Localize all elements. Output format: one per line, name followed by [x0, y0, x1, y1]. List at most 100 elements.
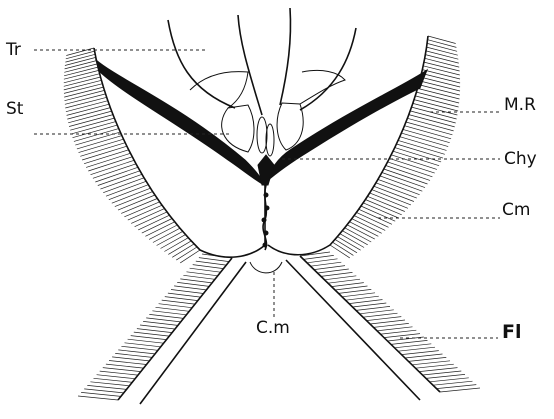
bristle-stroke — [137, 329, 172, 333]
bristle-stroke — [427, 43, 457, 51]
bristle-stroke — [97, 375, 136, 379]
bristle-stroke — [367, 196, 404, 211]
bristle-stroke — [81, 392, 121, 396]
bristle-stroke — [124, 202, 159, 217]
bristle-stroke — [190, 268, 221, 272]
bristle-stroke — [115, 353, 152, 357]
bristle-stroke — [386, 166, 430, 181]
bristle-stroke — [356, 212, 388, 227]
bristle-stroke — [426, 374, 465, 378]
bristle-stroke — [325, 276, 357, 280]
bristle-stroke — [395, 344, 432, 348]
bristle-stroke — [100, 371, 138, 375]
bristle-stroke — [365, 200, 401, 215]
bristle-stroke — [381, 330, 417, 334]
bristle-stroke — [382, 173, 425, 188]
bristle-stroke — [398, 347, 435, 351]
bristle-stroke — [149, 314, 183, 318]
bristle-stroke — [363, 203, 398, 218]
bristle-stroke — [180, 279, 212, 283]
bristle-stroke — [115, 192, 153, 207]
bristle-stroke — [402, 351, 439, 355]
bristle-stroke — [199, 258, 229, 262]
bristle-stroke — [412, 361, 450, 365]
label-mr: M.R — [504, 95, 536, 115]
bristle-stroke — [405, 354, 443, 358]
bristle-stroke — [103, 368, 141, 372]
label-chy: Chy — [504, 149, 537, 169]
bristle-stroke — [397, 144, 444, 158]
bristle-stroke — [328, 279, 360, 283]
bristle-stroke — [125, 343, 161, 347]
bristle-stroke — [162, 300, 195, 304]
bristle-stroke — [64, 67, 98, 76]
bristle-stroke — [389, 158, 434, 173]
bristle-stroke — [77, 136, 122, 149]
bristle-stroke — [177, 282, 209, 286]
bristle-stroke — [374, 186, 414, 201]
bristle-stroke — [168, 293, 201, 297]
bristle-stroke — [135, 212, 167, 227]
bristle-stroke — [134, 332, 170, 336]
bristle-stroke — [420, 81, 461, 91]
bristle-stroke — [90, 382, 129, 386]
bristle-stroke — [423, 371, 462, 375]
bristle-stroke — [361, 206, 395, 221]
bristle-stroke — [66, 51, 95, 59]
bristle-stroke — [140, 325, 175, 329]
bristle-stroke — [131, 336, 167, 340]
bristle-stroke — [377, 327, 413, 331]
bristle-stroke — [419, 368, 458, 372]
bristle-stroke — [428, 36, 456, 44]
bristle-stroke — [156, 307, 190, 311]
bristle-stroke — [388, 162, 433, 177]
bristle-stroke — [437, 385, 477, 389]
bristle-stroke — [121, 346, 157, 350]
bristle-stroke — [321, 272, 353, 276]
bristle-stroke — [376, 183, 417, 198]
left-band — [96, 60, 264, 185]
right-lobe — [268, 36, 428, 255]
label-fl: Fl — [502, 321, 522, 343]
bristle-stroke — [176, 247, 197, 260]
right-band — [266, 70, 427, 182]
bristle-stroke — [353, 303, 387, 307]
bristle-stroke — [401, 133, 448, 147]
bristle-stroke — [106, 181, 146, 196]
bristle-stroke — [391, 155, 437, 170]
bristle-stroke — [82, 146, 127, 160]
label-cm-bottom: C.m — [256, 318, 290, 338]
bristle-stroke — [118, 350, 155, 354]
bristle-stroke — [398, 140, 445, 154]
bristle-stroke — [159, 304, 193, 308]
bristle-stroke — [318, 269, 349, 273]
bristle-stroke — [372, 190, 411, 205]
bristle-stroke — [109, 361, 147, 365]
bristle-stroke — [100, 174, 142, 189]
label-st: St — [6, 99, 24, 119]
bristle-stroke — [196, 261, 227, 265]
bristle-stroke — [349, 300, 383, 304]
bristle-stroke — [342, 293, 375, 297]
bristle-stroke — [363, 313, 398, 317]
bristle-stroke — [94, 378, 133, 382]
bristle-stroke — [421, 77, 461, 87]
bristle-stroke — [106, 364, 144, 368]
bristle-stroke — [416, 364, 454, 368]
bristle-stroke — [118, 195, 155, 210]
bristle-stroke — [425, 58, 460, 67]
bristle-stroke — [428, 40, 457, 48]
bristle-stroke — [426, 51, 458, 59]
bristle-stroke — [384, 169, 428, 184]
bristle-stroke — [370, 320, 405, 324]
bristle-stroke — [95, 167, 138, 182]
label-tr: Tr — [5, 40, 21, 60]
bristle-stroke — [88, 157, 132, 171]
bristle-stroke — [367, 317, 402, 321]
bristle-stroke — [131, 209, 164, 224]
bristle-stroke — [335, 286, 368, 290]
bristle-stroke — [378, 179, 420, 194]
bristle-stroke — [311, 262, 342, 266]
bristle-stroke — [74, 129, 119, 142]
